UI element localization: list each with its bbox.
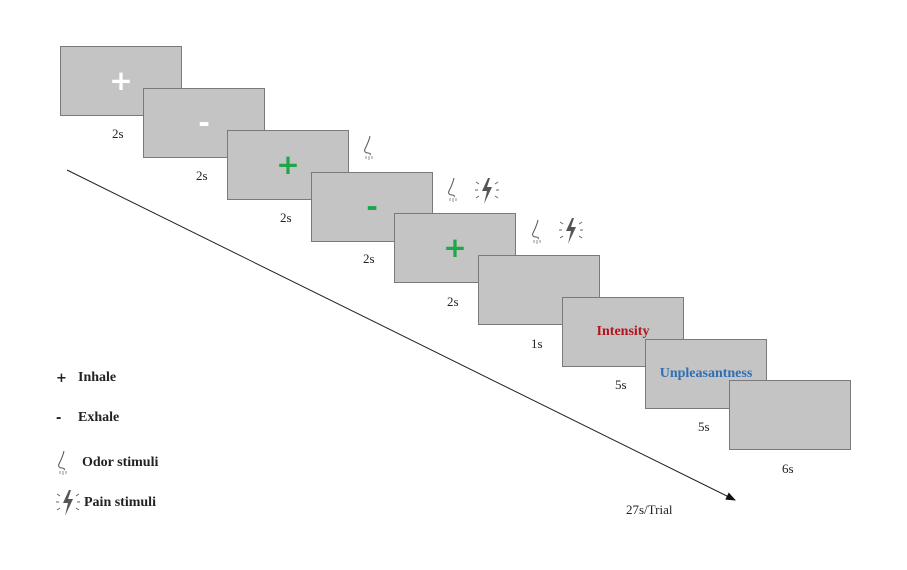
unpleasantness-label: Unpleasantness (659, 366, 753, 381)
exhale-symbol: - (366, 190, 378, 223)
duration-label: 5s (615, 377, 627, 392)
nose-icon (364, 135, 373, 160)
legend-odor: Odor stimuli (56, 450, 158, 476)
exhale-legend-label: Exhale (78, 410, 120, 425)
screen-unpleasantness-rating: Unpleasantness (645, 339, 767, 409)
nose-icon (448, 177, 457, 202)
exhale-legend-symbol: - (56, 410, 62, 426)
lightning-icon (475, 178, 499, 204)
pain-legend-label: Pain stimuli (84, 495, 156, 510)
duration-label: 2s (363, 251, 375, 266)
legend-exhale: - Exhale (56, 410, 119, 426)
lightning-icon (56, 490, 80, 516)
duration-label: 2s (280, 210, 292, 225)
duration-label: 2s (196, 168, 208, 183)
inhale-symbol: + (443, 231, 467, 264)
legend-inhale: + Inhale (56, 370, 116, 386)
duration-label: 6s (782, 461, 794, 476)
duration-label: 1s (531, 336, 543, 351)
duration-label: 2s (447, 294, 459, 309)
nose-icon (58, 450, 67, 475)
lightning-icon (559, 218, 583, 244)
legend-pain: Pain stimuli (56, 488, 156, 518)
nose-icon (532, 219, 541, 244)
screen-blank-2 (729, 380, 851, 450)
exhale-symbol: - (198, 106, 210, 139)
inhale-legend-symbol: + (56, 370, 67, 386)
inhale-symbol: + (109, 64, 133, 97)
total-duration: 27s/Trial (626, 502, 673, 517)
inhale-legend-label: Inhale (78, 370, 117, 385)
duration-label: 5s (698, 419, 710, 434)
inhale-symbol: + (276, 148, 300, 181)
duration-label: 2s (112, 126, 124, 141)
intensity-label: Intensity (596, 324, 650, 339)
odor-legend-label: Odor stimuli (82, 455, 159, 470)
